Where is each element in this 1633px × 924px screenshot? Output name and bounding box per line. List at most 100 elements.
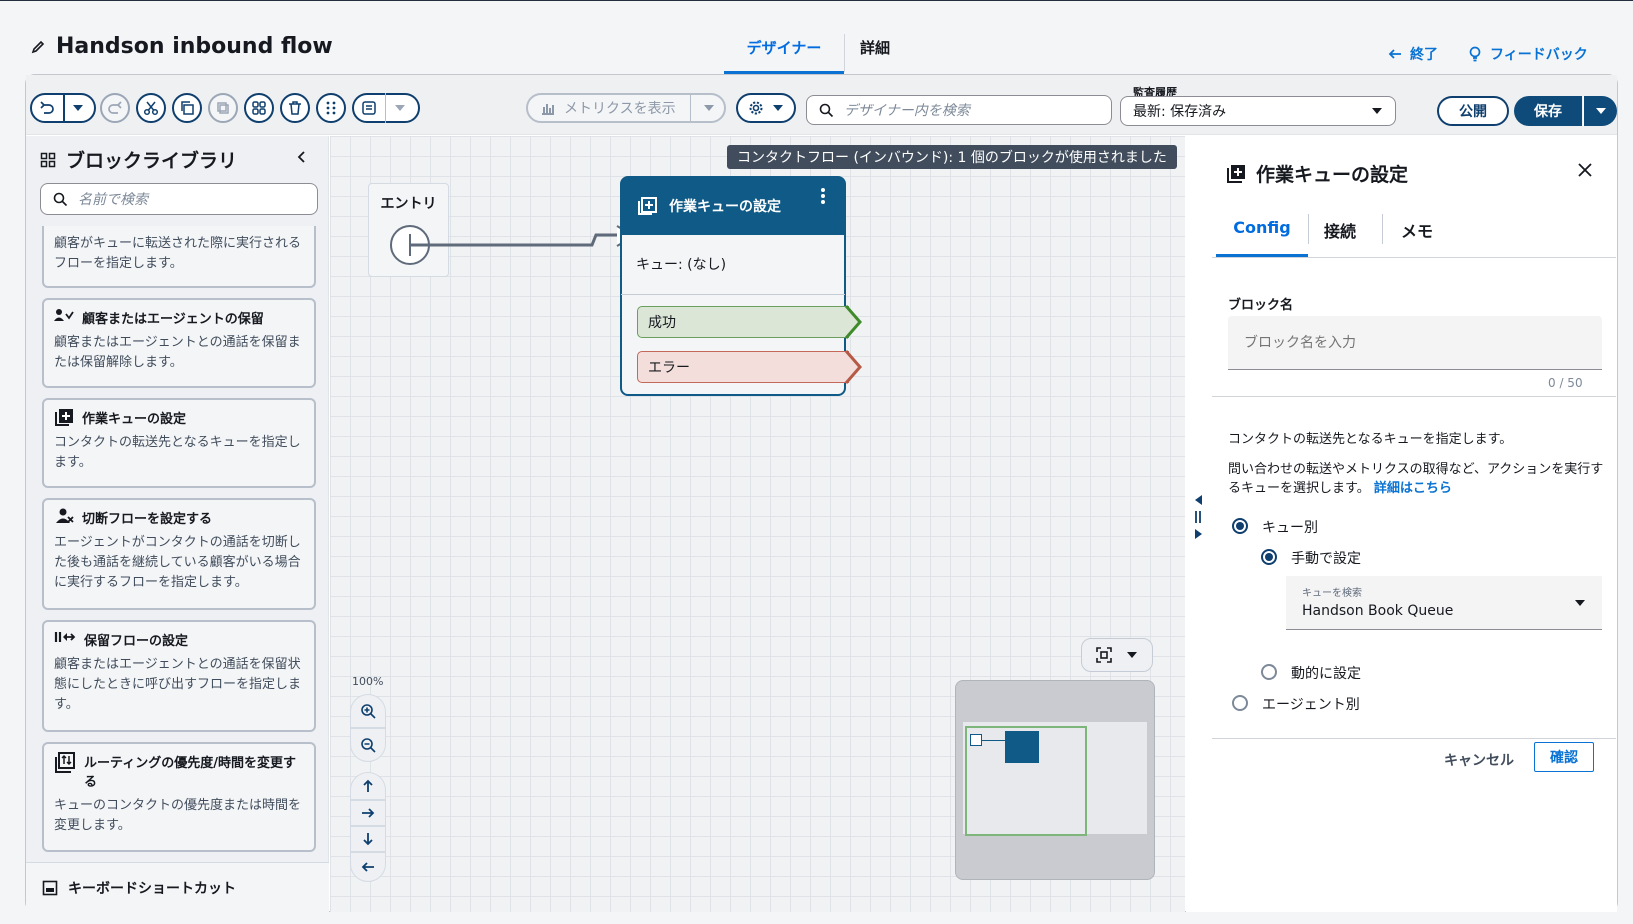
select-all-button[interactable] <box>244 93 274 123</box>
fit-view-dropdown[interactable] <box>1081 638 1153 672</box>
audit-history-label: 監査履歴 <box>1133 86 1177 99</box>
settings-dropdown[interactable] <box>736 93 796 123</box>
zoom-in-button[interactable] <box>350 694 386 728</box>
queue-search-select[interactable]: キューを検索 Handson Book Queue <box>1286 576 1602 630</box>
library-card-set-queue[interactable]: 作業キューの設定 コンタクトの転送先となるキューを指定します。 <box>42 398 316 488</box>
save-button[interactable]: 保存 <box>1514 96 1582 126</box>
pan-up-button[interactable] <box>350 772 386 800</box>
metrics-dropdown[interactable]: メトリクスを表示 <box>526 93 726 123</box>
radio-dynamic-label: 動的に設定 <box>1291 666 1361 682</box>
pan-left-button[interactable] <box>350 852 386 882</box>
copy-button[interactable] <box>172 93 202 123</box>
redo-icon <box>107 100 123 116</box>
arrow-up-icon <box>361 779 375 793</box>
library-card-disconnect-flow[interactable]: 切断フローを設定する エージェントがコンタクトの通話を切断した後も通話を継続して… <box>42 498 316 610</box>
search-icon <box>819 103 834 118</box>
close-icon <box>1578 163 1592 177</box>
close-panel-button[interactable] <box>1578 163 1592 177</box>
audit-history-select[interactable]: 最新: 保存済み <box>1120 96 1396 126</box>
paste-button[interactable] <box>208 93 238 123</box>
library-card-title: ルーティングの優先度/時間を変更する <box>84 756 296 790</box>
grid-icon <box>251 100 267 116</box>
undo-group[interactable] <box>30 93 96 123</box>
set-queue-block-header[interactable]: 作業キューの設定 <box>621 177 845 235</box>
caret-down-icon <box>1595 106 1607 116</box>
panel-resize-handle[interactable] <box>1192 494 1204 544</box>
minimap-connector <box>982 740 1005 741</box>
library-card-desc: 顧客またはエージェントとの通話を保留状態にしたときに呼び出すフローを指定します。 <box>54 657 302 712</box>
library-search-placeholder: 名前で検索 <box>78 192 148 208</box>
tab-detail[interactable]: 詳細 <box>860 36 920 74</box>
radio-manual[interactable] <box>1261 549 1277 565</box>
end-link[interactable]: 終了 <box>1388 44 1438 64</box>
tab-separator <box>1382 214 1383 244</box>
confirm-button[interactable]: 確認 <box>1534 742 1594 772</box>
audit-history-value: 最新: 保存済み <box>1133 104 1227 120</box>
block-name-label: ブロック名 <box>1228 298 1294 313</box>
collapse-library-button[interactable] <box>296 150 308 164</box>
caret-down-icon[interactable] <box>394 103 406 113</box>
branch-error-connector[interactable] <box>845 350 863 384</box>
tab-detail-label: 詳細 <box>860 39 891 57</box>
library-card-desc: エージェントがコンタクトの通話を切断した後も通話を継続している顧客がいる場合に実… <box>54 535 301 590</box>
library-search-input[interactable]: 名前で検索 <box>40 183 318 215</box>
library-card-hold[interactable]: 顧客またはエージェントの保留 顧客またはエージェントとの通話を保留または保留解除… <box>42 298 316 388</box>
person-disconnect-icon <box>54 508 74 524</box>
pan-down-button[interactable] <box>350 826 386 852</box>
radio-by-agent[interactable] <box>1232 695 1248 711</box>
pan-right-button[interactable] <box>350 800 386 826</box>
arrow-left-icon <box>361 860 375 874</box>
branch-success-connector[interactable] <box>845 305 863 339</box>
config-panel <box>1186 136 1617 912</box>
block-name-input[interactable] <box>1228 316 1602 370</box>
learn-more-link[interactable]: 詳細はこちら <box>1373 481 1452 496</box>
keyboard-shortcuts-button[interactable]: キーボードショートカット <box>26 862 329 912</box>
save-dropdown-button[interactable] <box>1583 96 1617 126</box>
flow-title: Handson inbound flow <box>56 34 333 59</box>
cut-button[interactable] <box>136 93 166 123</box>
block-queue-info: キュー: (なし) <box>636 257 727 273</box>
chevron-left-icon <box>296 150 308 164</box>
cancel-button[interactable]: キャンセル <box>1444 753 1514 769</box>
library-card-queue-flow[interactable]: 顧客がキューに転送された際に実行されるフローを指定します。 <box>42 226 316 288</box>
keyboard-shortcuts-label: キーボードショートカット <box>68 880 236 897</box>
library-card-hold-flow[interactable]: 保留フローの設定 顧客またはエージェントとの通話を保留状態にしたときに呼び出すフ… <box>42 620 316 732</box>
radio-dynamic[interactable] <box>1261 664 1277 680</box>
pencil-icon[interactable] <box>30 39 46 55</box>
library-card-title: 保留フローの設定 <box>84 634 189 649</box>
tab-designer[interactable]: デザイナー <box>724 36 844 74</box>
add-queue-icon <box>637 197 657 215</box>
block-menu-button[interactable] <box>820 187 826 205</box>
note-icon[interactable] <box>361 100 377 116</box>
note-group[interactable] <box>352 93 420 123</box>
designer-search-input[interactable]: デザイナー内を検索 <box>806 95 1112 125</box>
drag-handle-button[interactable] <box>316 93 346 123</box>
keyboard-icon <box>42 880 58 896</box>
tab-config[interactable]: Config <box>1216 218 1308 257</box>
library-title: ブロックライブラリ <box>66 150 238 172</box>
undo-icon[interactable] <box>39 100 55 116</box>
library-card-routing-priority[interactable]: ルーティングの優先度/時間を変更する キューのコンタクトの優先度または時間を変更… <box>42 742 316 852</box>
radio-by-queue[interactable] <box>1232 518 1248 534</box>
radio-manual-label: 手動で設定 <box>1291 551 1361 567</box>
zoom-out-button[interactable] <box>350 728 386 762</box>
publish-button[interactable]: 公開 <box>1437 96 1509 126</box>
panel-help-text-body: 問い合わせの転送やメトリクスの取得など、アクションを実行するキューを選択します。 <box>1228 462 1604 496</box>
caret-down-icon[interactable] <box>72 103 84 113</box>
section-divider <box>1212 396 1616 397</box>
block-usage-status: コンタクトフロー (インバウンド): 1 個のブロックが使用されました <box>727 145 1177 169</box>
hold-flow-icon <box>54 630 76 644</box>
branch-error[interactable]: エラー <box>637 351 849 383</box>
queue-search-caret[interactable] <box>1574 598 1586 608</box>
delete-button[interactable] <box>280 93 310 123</box>
flow-title-area[interactable]: Handson inbound flow <box>30 34 333 59</box>
feedback-link[interactable]: フィードバック <box>1468 44 1588 64</box>
tab-memo[interactable]: メモ <box>1401 222 1434 241</box>
branch-success[interactable]: 成功 <box>637 306 849 338</box>
minimap-viewport[interactable] <box>965 726 1087 836</box>
radio-by-queue-label: キュー別 <box>1262 520 1318 536</box>
tab-connections[interactable]: 接続 <box>1324 222 1357 241</box>
block-name-char-count: 0 / 50 <box>1548 376 1583 390</box>
redo-button[interactable] <box>100 93 130 123</box>
panel-description: コンタクトの転送先となるキューを指定します。 <box>1228 432 1513 447</box>
